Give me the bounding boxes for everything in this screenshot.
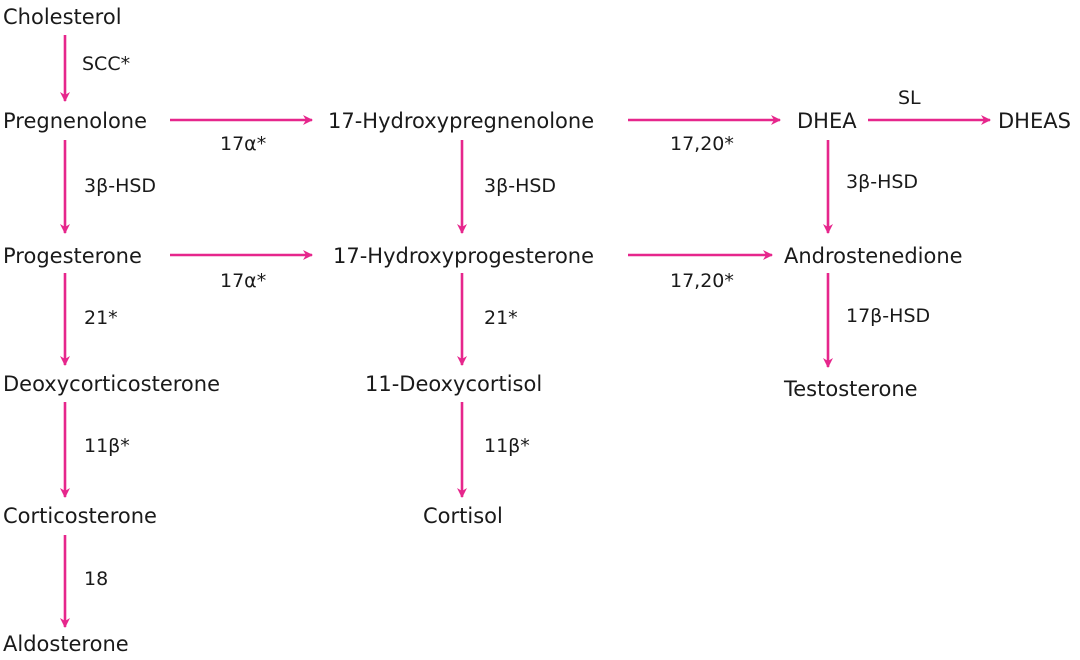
node-cortisol: Cortisol [423,504,503,528]
enzyme-17alpha-top: 17α* [220,133,266,155]
enzyme-11beta-left: 11β* [84,435,130,457]
node-pregnenolone: Pregnenolone [3,109,147,133]
node-17-hydroxypregnenolone: 17-Hydroxypregnenolone [328,109,594,133]
enzyme-labels: SCC* 17α* 17,20* SL 3β-HSD 3β-HSD 3β-HSD… [82,53,930,590]
enzyme-3beta-hsd-left: 3β-HSD [84,175,156,197]
compound-nodes: Cholesterol Pregnenolone 17-Hydroxypregn… [3,5,1071,656]
arrows [60,35,991,628]
node-progesterone: Progesterone [3,244,142,268]
node-dheas: DHEAS [998,109,1071,133]
node-deoxycorticosterone: Deoxycorticosterone [3,372,220,396]
enzyme-3beta-hsd-middle: 3β-HSD [484,175,556,197]
node-cholesterol: Cholesterol [3,5,122,29]
enzyme-11beta-middle: 11β* [484,435,530,457]
node-11-deoxycortisol: 11-Deoxycortisol [365,372,542,396]
enzyme-18-hydroxylase: 18 [84,568,108,590]
node-testosterone: Testosterone [783,377,918,401]
enzyme-scc: SCC* [82,53,130,75]
enzyme-17alpha-bottom: 17α* [220,270,266,292]
enzyme-sl: SL [898,87,921,109]
enzyme-17-20-lyase-top: 17,20* [670,133,734,155]
enzyme-3beta-hsd-right: 3β-HSD [846,171,918,193]
node-17-hydroxyprogesterone: 17-Hydroxyprogesterone [333,244,594,268]
enzyme-21-hydroxylase-middle: 21* [484,307,518,329]
node-androstenedione: Androstenedione [784,244,963,268]
enzyme-21-hydroxylase-left: 21* [84,307,118,329]
node-aldosterone: Aldosterone [3,632,129,656]
node-corticosterone: Corticosterone [3,504,157,528]
enzyme-17beta-hsd: 17β-HSD [846,305,930,327]
node-dhea: DHEA [797,109,857,133]
enzyme-17-20-lyase-bottom: 17,20* [670,270,734,292]
